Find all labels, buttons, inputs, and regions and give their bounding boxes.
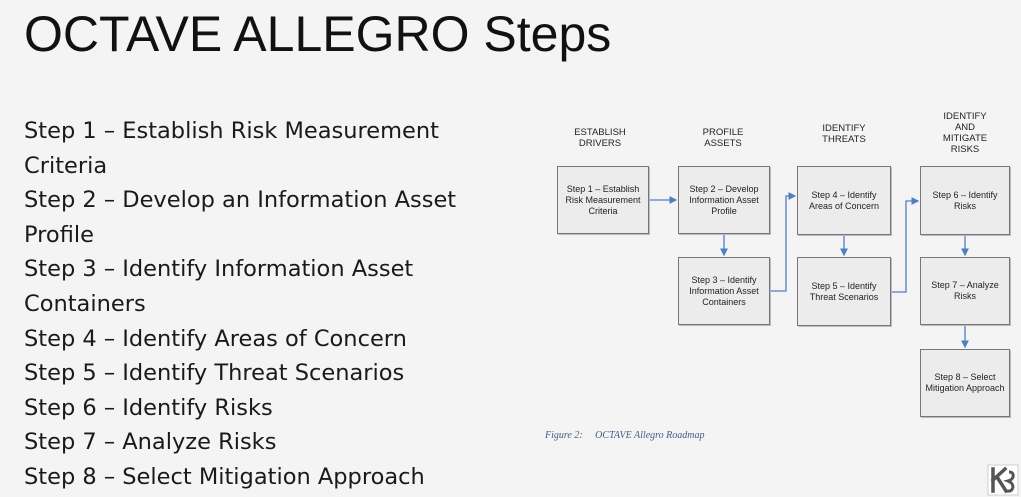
step-item: Step 8 – Select Mitigation Approach	[24, 463, 425, 490]
figure-caption: Figure 2: OCTAVE Allegro Roadmap	[545, 430, 705, 441]
step-item: Step 4 – Identify Areas of Concern	[24, 325, 407, 352]
step-6-box: Step 6 – Identify Risks	[920, 166, 1010, 235]
step-3-box: Step 3 – Identify Information Asset Cont…	[678, 257, 770, 325]
steps-list: Step 1 – Establish Risk Measurement Crit…	[24, 114, 494, 495]
step-item: Step 5 – Identify Threat Scenarios	[24, 360, 405, 387]
diagram-arrows	[649, 192, 969, 349]
step-item: Step 1 – Establish Risk Measurement Crit…	[24, 118, 439, 179]
step-4-box: Step 4 – Identify Areas of Concern	[797, 166, 891, 235]
phase-label: PROFILE ASSETS	[702, 127, 744, 149]
step-item: Step 6 – Identify Risks	[24, 394, 273, 421]
arrow-3-4	[770, 192, 797, 292]
step-item: Step 7 – Analyze Risks	[24, 429, 277, 456]
step-8-box: Step 8 – Select Mitigation Approach	[920, 349, 1010, 417]
step-item: Step 2 – Develop an Information Asset Pr…	[24, 187, 457, 248]
slide-title: OCTAVE ALLEGRO Steps	[24, 6, 612, 62]
step-7-box: Step 7 – Analyze Risks	[920, 257, 1010, 325]
step-5-box: Step 5 – Identify Threat Scenarios	[797, 257, 891, 326]
octave-allegro-roadmap-diagram: ESTABLISH DRIVERS PROFILE ASSETS IDENTIF…	[540, 105, 1021, 450]
phase-label: ESTABLISH DRIVERS	[574, 127, 626, 149]
university-logo-icon	[987, 464, 1019, 496]
phase-label: IDENTIFY AND MITIGATE RISKS	[942, 111, 988, 155]
step-2-box: Step 2 – Develop Information Asset Profi…	[678, 166, 770, 234]
arrow-5-6	[891, 197, 920, 293]
phase-label: IDENTIFY THREATS	[822, 123, 866, 145]
step-item: Step 3 – Identify Information Asset Cont…	[24, 256, 414, 317]
step-1-box: Step 1 – Establish Risk Measurement Crit…	[557, 166, 649, 234]
